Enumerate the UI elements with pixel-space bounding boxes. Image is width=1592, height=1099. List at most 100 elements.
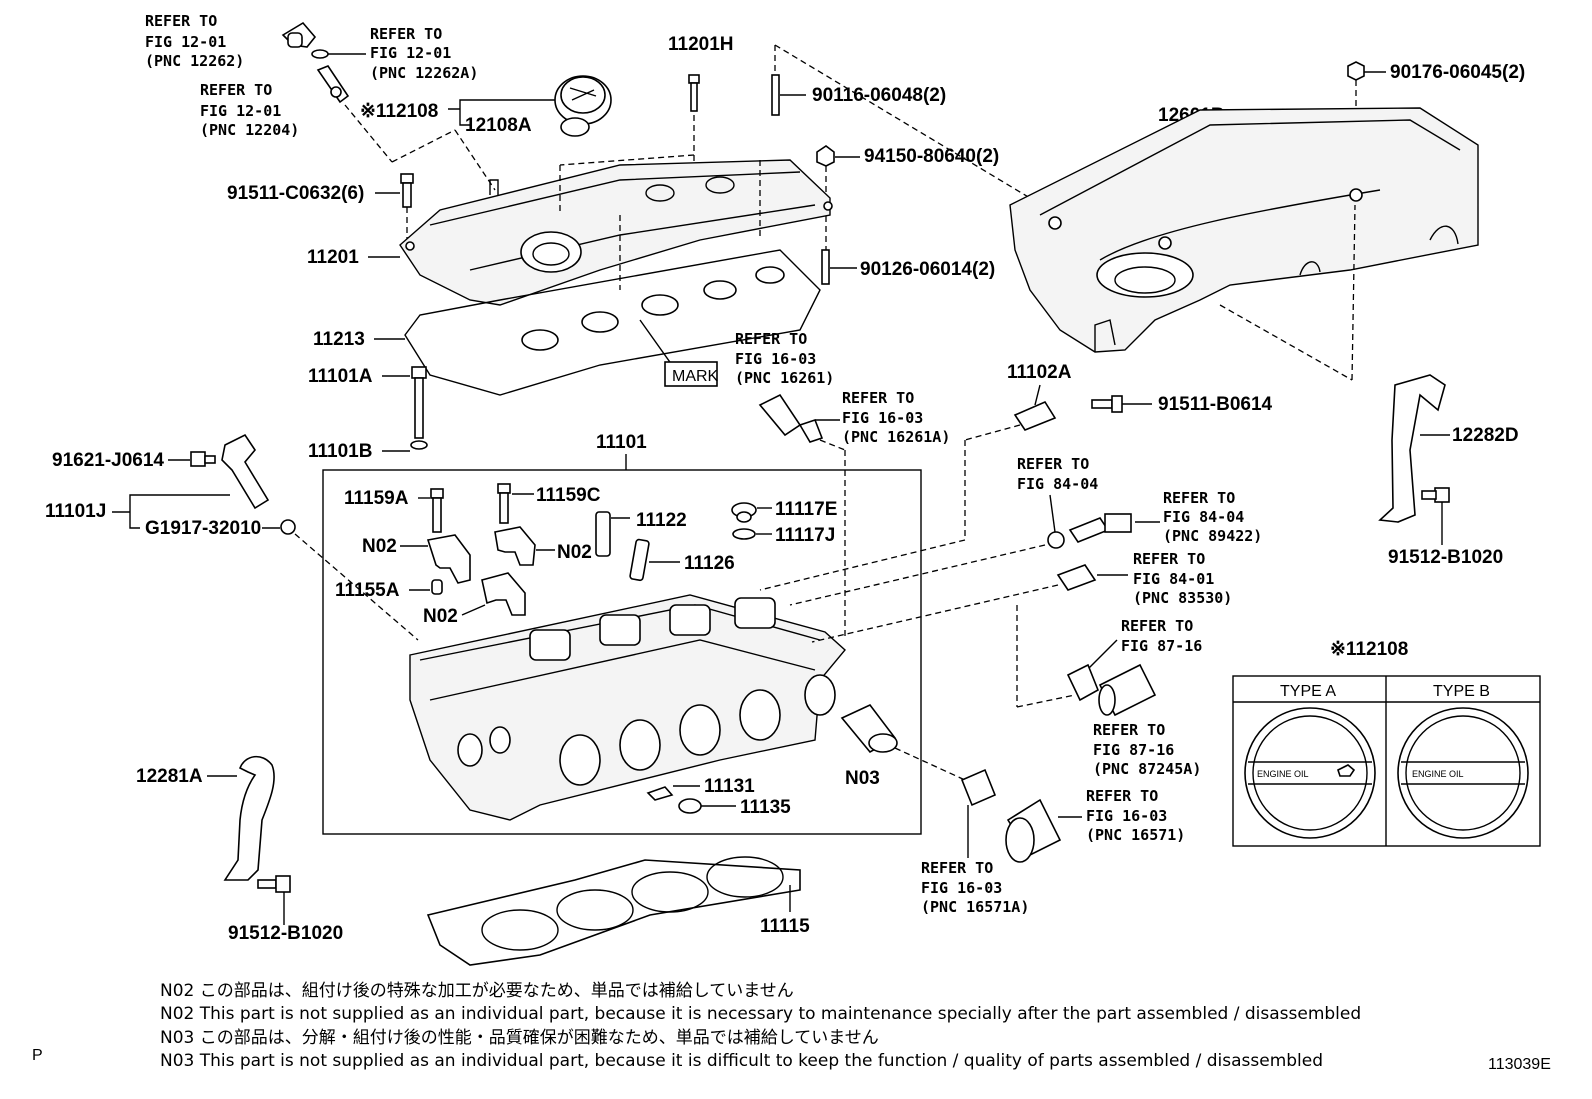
bracket-12282d-icon — [1378, 374, 1446, 523]
oil-cap-type-a-icon — [1244, 707, 1376, 839]
callout-line: (PNC 16571) — [1086, 826, 1185, 844]
bolt-91511-c-icon — [400, 173, 414, 208]
part-label-90116: 90116-06048(2) — [812, 85, 946, 106]
cylinder-head-frame — [322, 469, 922, 835]
seal-11135-icon — [678, 798, 702, 814]
callout-refer-84-04: REFER TO FIG 84-04 — [1017, 455, 1098, 493]
vvt-sensor-icon — [281, 21, 317, 48]
callout-line: FIG 16-03 — [842, 409, 923, 427]
hose-87245a-icon — [1098, 663, 1157, 717]
ocv-valve-icon — [221, 433, 270, 510]
callout-line: REFER TO — [200, 81, 272, 99]
part-label-g1917: G1917-32010 — [145, 518, 261, 539]
cap-a-text: ENGINE OIL — [1257, 769, 1309, 779]
callout-line: FIG 84-04 — [1017, 475, 1098, 493]
figure-code: 113039E — [1488, 1056, 1551, 1073]
plug-11117e-icon — [731, 502, 757, 523]
callout-line: FIG 87-16 — [1121, 637, 1202, 655]
cam-cap-n02-b-icon — [494, 526, 536, 566]
clip-16571a-icon — [960, 768, 997, 807]
stud-90116-icon — [771, 74, 780, 116]
part-label-91511-b0614: 91511-B0614 — [1158, 394, 1273, 415]
callout-refer-89422: REFER TO FIG 84-04 (PNC 89422) — [1163, 489, 1262, 545]
callout-line: REFER TO — [1017, 455, 1089, 473]
bolt-91512-r-icon — [1421, 487, 1450, 503]
part-label-12108a: 12108A — [465, 115, 532, 136]
callout-line: REFER TO — [370, 25, 442, 43]
callout-line: (PNC 83530) — [1133, 589, 1232, 607]
part-label-n02-a: N02 — [362, 536, 397, 557]
cap-type-b-header: TYPE B — [1433, 683, 1490, 700]
part-label-12282d: 12282D — [1452, 425, 1519, 446]
cam-cap-n02-a-icon — [426, 534, 471, 584]
callout-line: (PNC 87245A) — [1093, 760, 1201, 778]
note-n02-jp: N02 この部品は、組付け後の特殊な加工が必要なため、単品では補給していません — [160, 981, 794, 1001]
callout-line: REFER TO — [735, 330, 807, 348]
callout-line: (PNC 12262) — [145, 52, 244, 70]
callout-line: FIG 12-01 — [200, 102, 281, 120]
part-label-11135: 11135 — [740, 797, 791, 818]
part-label-n02-b: N02 — [557, 542, 592, 563]
engine-cover-12601b-icon — [1009, 107, 1479, 353]
cap-b-text: ENGINE OIL — [1412, 769, 1464, 779]
callout-line: FIG 16-03 — [1086, 807, 1167, 825]
plug-11131-icon — [646, 786, 674, 801]
callout-line: (PNC 16571A) — [921, 898, 1029, 916]
oil-filler-cap-icon — [554, 75, 612, 137]
bolt-11159c-icon — [497, 483, 511, 524]
part-label-n02-c: N02 — [423, 606, 458, 627]
pin-11155a-icon — [431, 579, 443, 595]
part-label-91621: 91621-J0614 — [52, 450, 164, 471]
callout-refer-87245a: REFER TO FIG 87-16 (PNC 87245A) — [1093, 721, 1201, 778]
callout-line: FIG 12-01 — [145, 33, 226, 51]
part-label-91511-c0632: 91511-C0632(6) — [227, 183, 364, 204]
part-label-11201h: 11201H — [668, 34, 734, 55]
grommet-90176-icon — [1347, 61, 1365, 81]
page-marker: P — [32, 1047, 43, 1064]
callout-refer-16571a: REFER TO FIG 16-03 (PNC 16571A) — [921, 859, 1029, 916]
bolt-11201h-icon — [688, 74, 700, 112]
hose-16261-icon — [758, 393, 802, 437]
oil-cap-type-b-icon — [1397, 707, 1529, 839]
oil-pressure-switch-icon — [1056, 564, 1097, 591]
sensor-11102a-icon — [1013, 400, 1057, 431]
o-ring-icon — [311, 49, 329, 59]
callout-line: FIG 84-01 — [1133, 570, 1214, 588]
part-label-12108-box: ※112108 — [1330, 639, 1408, 660]
callout-refer-12262: REFER TO FIG 12-01 (PNC 12262) — [145, 12, 244, 70]
head-cover-11201-icon — [399, 159, 833, 306]
callout-line: REFER TO — [145, 12, 217, 30]
part-label-11155a: 11155A — [335, 580, 400, 601]
callout-line: REFER TO — [921, 859, 993, 877]
callout-line: FIG 16-03 — [735, 350, 816, 368]
gasket-11117j-icon — [732, 528, 756, 540]
part-label-11159c: 11159C — [536, 485, 601, 506]
callout-line: REFER TO — [1093, 721, 1165, 739]
callout-line: REFER TO — [1121, 617, 1193, 635]
bracket-12281a-icon — [223, 755, 275, 881]
part-label-11101: 11101 — [596, 432, 647, 453]
cap-type-a-header: TYPE A — [1280, 683, 1336, 700]
part-label-n03: N03 — [845, 768, 880, 789]
callout-refer-12204: REFER TO FIG 12-01 (PNC 12204) — [200, 81, 299, 139]
callout-line: FIG 87-16 — [1093, 741, 1174, 759]
hose-16571-icon — [1005, 798, 1062, 863]
washer-11101b-icon — [410, 440, 428, 450]
mark-box — [664, 361, 718, 387]
clip-87-16-icon — [1066, 663, 1100, 702]
callout-refer-87-16: REFER TO FIG 87-16 — [1121, 617, 1202, 655]
callout-refer-16571: REFER TO FIG 16-03 (PNC 16571) — [1086, 787, 1185, 844]
temp-sensor-89422-icon — [1068, 513, 1132, 543]
part-label-11101a: 11101A — [308, 366, 373, 387]
gasket-84-04-icon — [1047, 531, 1065, 549]
clip-16261a-icon — [798, 419, 824, 443]
part-label-11131: 11131 — [704, 776, 755, 797]
bolt-11101a-icon — [411, 366, 427, 439]
part-label-91512-right: 91512-B1020 — [1388, 547, 1503, 568]
part-label-11159a: 11159A — [344, 488, 409, 509]
part-label-12281a: 12281A — [136, 766, 203, 787]
part-label-91512-left: 91512-B1020 — [228, 923, 343, 944]
nut-94150-icon — [816, 145, 835, 167]
callout-line: REFER TO — [1133, 550, 1205, 568]
